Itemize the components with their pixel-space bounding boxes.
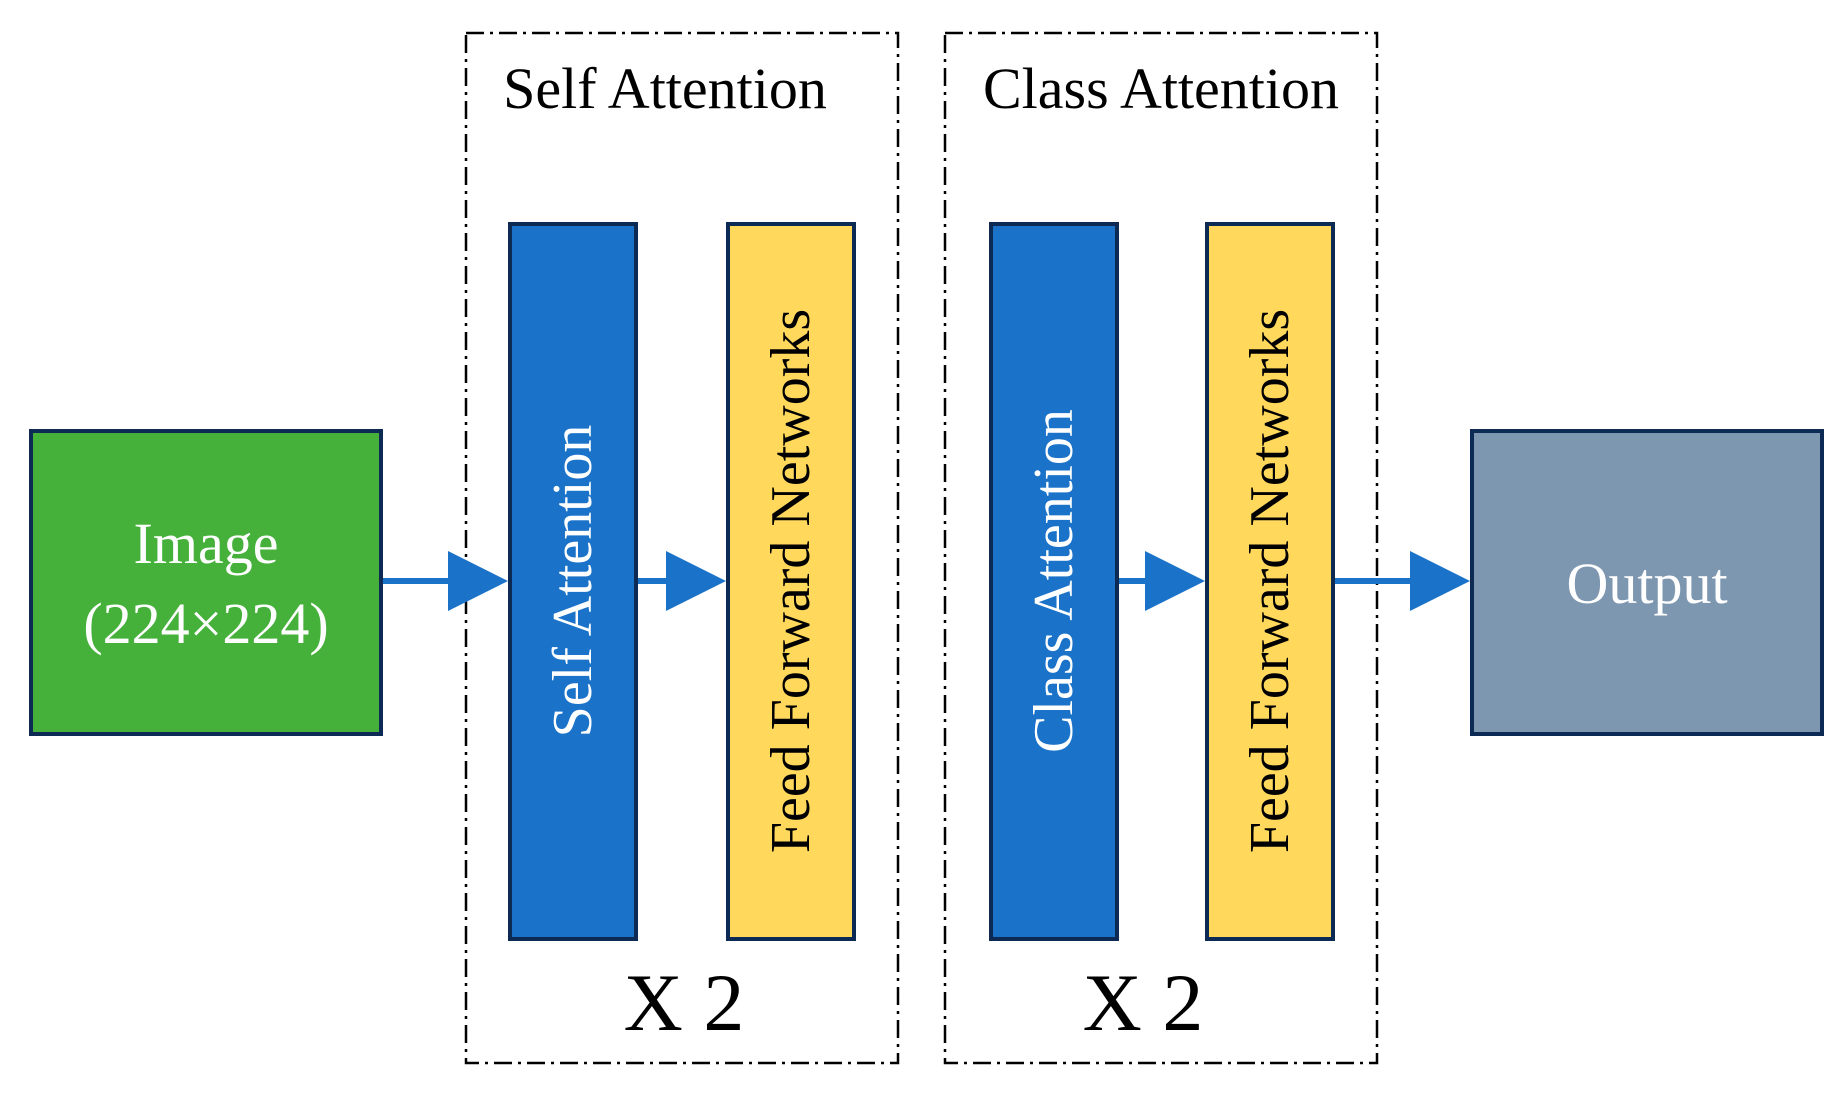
self-attention-block-label: Self Attention (542, 425, 604, 738)
self-attention-block (508, 222, 638, 941)
self-attention-group-border (464, 31, 900, 1065)
image-input-size-label: (224×224) (83, 591, 328, 656)
output-box (1470, 429, 1824, 736)
output-node: Output (1470, 429, 1824, 736)
class-attention-block-label: Class Attention (1023, 409, 1085, 753)
image-input-node: Image (224×224) (29, 429, 383, 736)
feed-forward-block-1-label: Feed Forward Networks (760, 309, 822, 853)
self-attention-group: Self Attention X 2 Self Attention Feed F… (464, 31, 900, 1065)
self-attention-group-title: Self Attention (503, 56, 827, 121)
image-input-label: Image (134, 511, 279, 576)
class-attention-group-border (943, 31, 1379, 1065)
class-attention-repeat-label: X 2 (1083, 957, 1204, 1048)
class-attention-group: Class Attention X 2 Class Attention Feed… (943, 31, 1379, 1065)
image-input-box (29, 429, 383, 736)
feed-forward-block-1 (726, 222, 856, 941)
feed-forward-block-2 (1205, 222, 1335, 941)
class-attention-group-title: Class Attention (983, 56, 1339, 121)
feed-forward-block-2-label: Feed Forward Networks (1239, 309, 1301, 853)
class-attention-block (989, 222, 1119, 941)
output-label: Output (1566, 551, 1727, 616)
self-attention-repeat-label: X 2 (624, 957, 745, 1048)
